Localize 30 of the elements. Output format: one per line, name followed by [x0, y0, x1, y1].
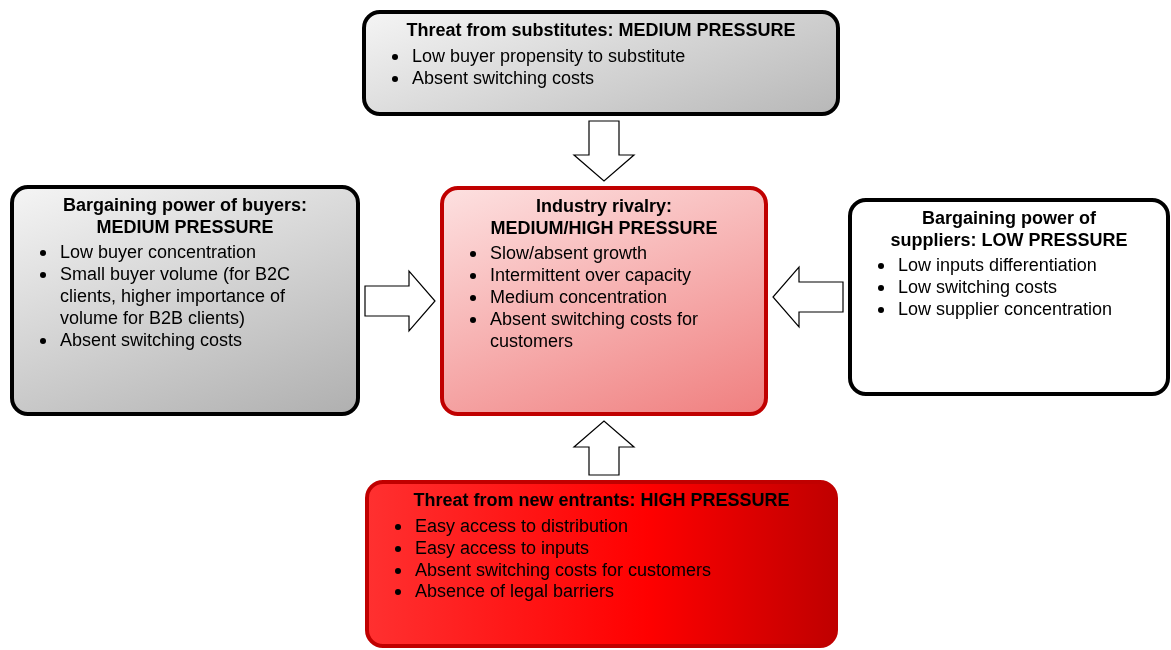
box-heading: Threat from new entrants: HIGH PRESSURE	[412, 490, 791, 512]
bullet-item: Low buyer concentration	[60, 242, 257, 265]
bullet-item: Absent switching costs	[60, 330, 243, 352]
bullet-item: Low switching costs	[898, 277, 1058, 300]
bullet-item: Easy access to inputs	[415, 537, 590, 560]
bullet-item: Small buyer volume (for B2C clients, higher importance of volume for B2B clients)	[60, 264, 292, 330]
force-box	[10, 185, 360, 416]
bullet-item: Medium concentration	[490, 287, 668, 310]
block-arrow	[364, 269, 436, 333]
bullet-item: Low buyer propensity to substitute	[412, 45, 686, 68]
box-heading: Threat from substitutes: MEDIUM PRESSURE	[405, 20, 797, 42]
bullet-item: Absent switching costs for customers	[415, 559, 712, 582]
bullet-item: Slow/absent growth	[490, 243, 648, 266]
block-arrow	[572, 120, 636, 182]
threat-box	[362, 10, 840, 116]
block-arrow	[572, 420, 636, 476]
rivalry-box	[440, 186, 768, 416]
box-heading: Bargaining power of suppliers: LOW PRESSURE	[889, 208, 1129, 252]
bullet-item: Absence of legal barriers	[415, 581, 615, 604]
force-box	[848, 198, 1170, 396]
bullet-item: Low supplier concentration	[898, 299, 1113, 322]
box-heading: Bargaining power of buyers: MEDIUM PRESSURE	[62, 195, 308, 239]
bullet-item: Absent switching costs	[412, 67, 595, 90]
box-heading: Industry rivalry: MEDIUM/HIGH PRESSURE	[489, 196, 719, 240]
threat-box	[365, 480, 838, 648]
bullet-item: Low inputs differentiation	[898, 255, 1097, 278]
bullet-item: Easy access to distribution	[415, 515, 629, 538]
block-arrow	[772, 265, 844, 329]
bullet-item: Absent switching costs for customers	[490, 309, 700, 353]
bullet-item: Intermittent over capacity	[490, 265, 692, 288]
